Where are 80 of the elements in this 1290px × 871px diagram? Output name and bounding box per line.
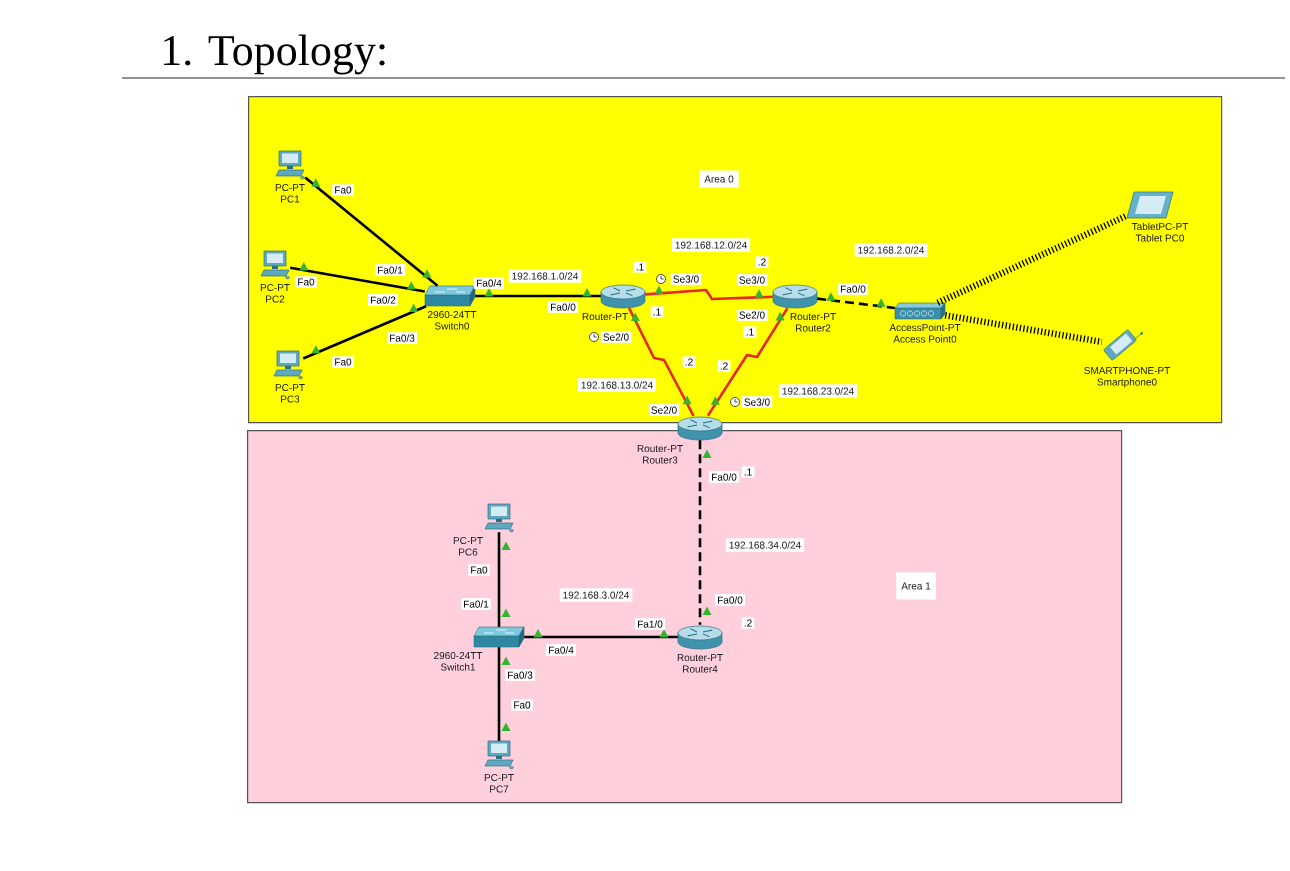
cable [290,266,426,293]
port-label: Fa0/1 [461,598,491,610]
port-label: Se3/0 [736,274,768,286]
area-label: Area 0 [699,170,739,188]
network-label: 192.168.34.0/24 [725,538,805,552]
device-model: PC-PT [275,184,305,192]
device-name: Router3 [643,456,678,464]
device-name: Tablet PC0 [1135,234,1185,242]
serial-cable [645,288,773,301]
network-label: 192.168.23.0/24 [778,384,858,398]
port-label: Fa0/0 [715,594,745,606]
port-label: Fa0 [511,699,533,711]
device-model: PC-PT [260,284,290,292]
wireless-link [944,312,1103,346]
network-label: 192.168.12.0/24 [671,238,751,252]
device-model: Router-PT [790,313,836,321]
device-name: Switch1 [440,663,476,671]
port-label: Fa0/0 [838,283,868,295]
device-name: PC1 [281,195,300,203]
port-label: Fa0/4 [546,644,576,656]
port-label: Fa0 [295,276,317,288]
address-label: .1 [650,306,664,318]
device-model: SMARTPHONE-PT [1084,367,1171,375]
port-label: Se3/0 [670,273,702,285]
device-name: Access Point0 [893,335,957,343]
device-model: Router-PT [637,445,683,453]
cable [698,440,702,625]
device-name: PC6 [459,548,478,556]
cable [475,294,601,298]
address-label: .2 [717,360,731,372]
port-label: Se2/0 [648,404,680,416]
device-model: PC-PT [484,774,514,782]
address-label: .1 [743,326,757,338]
port-label: Fa0 [332,184,354,196]
network-label: 192.168.1.0/24 [508,269,582,283]
network-label: 192.168.2.0/24 [854,243,928,257]
serial-cable [627,307,695,417]
device-name: Router2 [796,324,831,332]
port-label: Se2/0 [736,309,768,321]
network-label: 192.168.13.0/24 [577,378,657,392]
port-label: Fa0/3 [387,332,417,344]
network-label: 192.168.3.0/24 [559,588,633,602]
port-label: Fa1/0 [635,618,665,630]
device-model: TabletPC-PT [1131,222,1189,231]
device-name: PC7 [490,785,509,793]
address-label: .1 [741,466,755,478]
port-label: Fa0/4 [474,277,504,289]
cable [524,635,678,639]
device-name: Router4 [683,665,718,673]
device-model: PC-PT [453,537,483,545]
port-label: Fa0 [468,564,490,576]
device-model: 2960-24TT [434,652,483,660]
address-label: .2 [755,256,769,268]
port-label: Fa0/1 [375,264,405,276]
address-label: .2 [741,617,755,629]
cable [817,297,895,310]
port-label: Fa0/0 [709,471,739,483]
device-model: AccessPoint-PT [889,323,961,332]
device-model: Router-PT [582,313,628,321]
device-model: Router-PT [677,654,723,662]
device-name: PC3 [281,395,300,403]
area-label: Area 1 [896,572,936,600]
title: 1. Topology: [164,34,385,75]
port-label: Fa0/2 [368,294,398,306]
address-label: .2 [682,356,696,368]
port-label: Fa0/0 [548,301,578,313]
cable [497,647,501,741]
device-name: Switch0 [434,322,470,330]
address-label: .1 [633,261,647,273]
device-model: 2960-24TT [428,311,477,319]
device-name: PC2 [266,295,285,303]
cable [497,532,501,627]
cable [302,305,427,360]
port-label: Fa0 [332,356,354,368]
serial-cable [706,307,789,417]
device-name: Smartphone0 [1097,378,1157,388]
wireless-link [936,212,1129,306]
device-model: PC-PT [275,384,305,392]
port-label: Fa0/3 [505,669,535,681]
cable [304,176,439,287]
